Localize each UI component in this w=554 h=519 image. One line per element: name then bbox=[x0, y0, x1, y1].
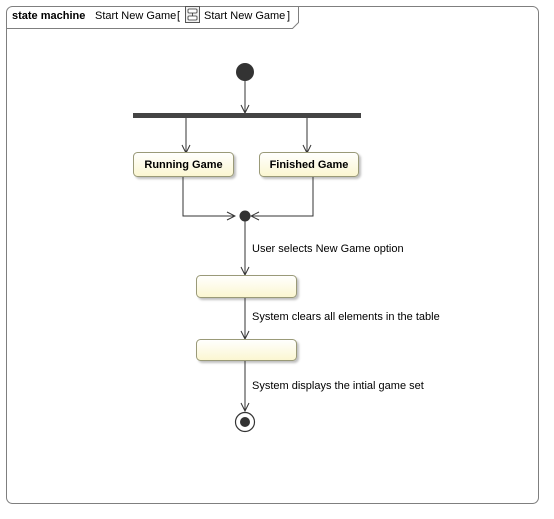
state-running-game-label: Running Game bbox=[144, 159, 222, 171]
initial-pseudostate[interactable] bbox=[236, 63, 254, 81]
state-machine-icon bbox=[185, 6, 200, 23]
junction-pseudostate[interactable] bbox=[239, 210, 251, 222]
transition-label-clear: System clears all elements in the table bbox=[252, 311, 440, 323]
fork-bar[interactable] bbox=[133, 113, 361, 118]
frame-bracket-open: [ bbox=[177, 10, 180, 22]
frame-name-tab bbox=[6, 6, 299, 29]
frame-bracket-close: ] bbox=[287, 10, 290, 22]
frame-name: Start New Game bbox=[95, 10, 176, 22]
state-unnamed-1[interactable] bbox=[196, 275, 297, 298]
state-running-game[interactable]: Running Game bbox=[133, 152, 234, 177]
frame-keyword: state machine bbox=[12, 10, 85, 22]
state-finished-game[interactable]: Finished Game bbox=[259, 152, 359, 177]
state-unnamed-2[interactable] bbox=[196, 339, 297, 361]
transition-label-new-game: User selects New Game option bbox=[252, 243, 404, 255]
state-finished-game-label: Finished Game bbox=[270, 159, 349, 171]
transition-finished-to-junction bbox=[251, 177, 314, 216]
transition-running-to-junction bbox=[182, 177, 235, 216]
diagram-frame bbox=[6, 6, 539, 504]
frame-reference-name: Start New Game bbox=[204, 10, 285, 22]
final-state[interactable] bbox=[234, 411, 256, 433]
transition-label-display: System displays the intial game set bbox=[252, 380, 424, 392]
